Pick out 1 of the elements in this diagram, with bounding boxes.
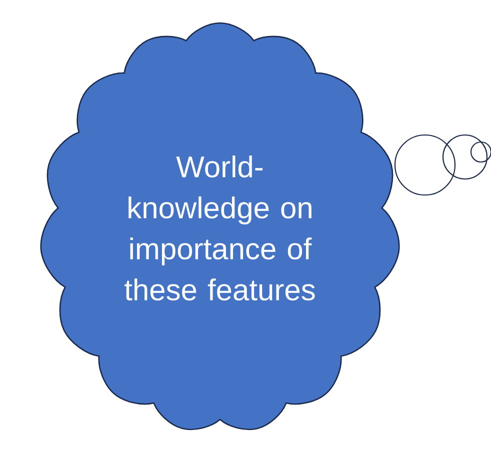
thought-cloud: World-knowledge on importance of these features <box>40 22 400 430</box>
